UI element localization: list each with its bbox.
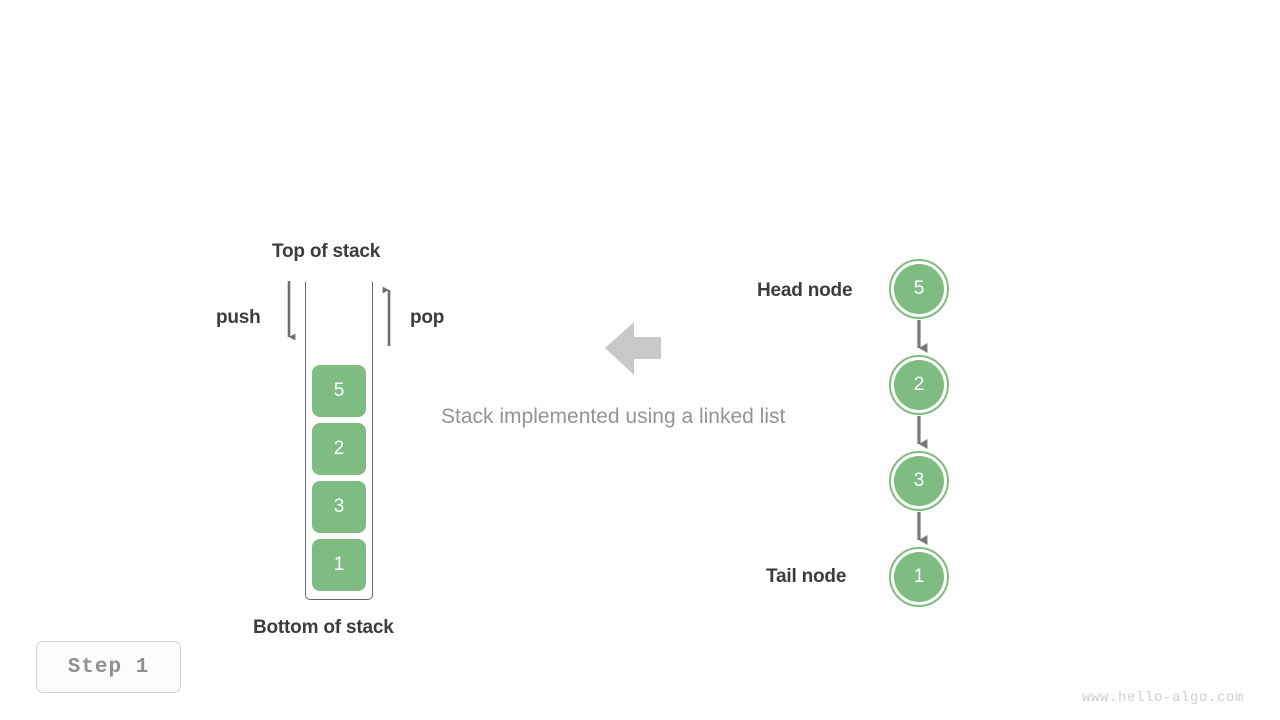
tail-node-label: Tail node <box>766 566 847 587</box>
stack-cell-value: 5 <box>333 380 345 401</box>
linked-list-node-value: 3 <box>894 456 944 506</box>
linked-list-node: 3 <box>889 451 949 511</box>
stack-cell-value: 2 <box>333 438 345 459</box>
head-node-label: Head node <box>757 280 853 301</box>
stack-cell: 1 <box>312 539 366 591</box>
step-badge: Step 1 <box>36 641 181 693</box>
stack-cell: 5 <box>312 365 366 417</box>
stack-cell: 2 <box>312 423 366 475</box>
pop-label: pop <box>410 307 445 328</box>
stack-cell-value: 3 <box>333 496 345 517</box>
linked-list-node-value: 2 <box>894 360 944 410</box>
linked-list-node-value: 5 <box>894 264 944 314</box>
top-of-stack-label: Top of stack <box>272 241 381 262</box>
stack-cell: 3 <box>312 481 366 533</box>
step-badge-label: Step 1 <box>67 655 150 679</box>
transform-block-arrow <box>605 322 661 375</box>
linked-list-node: 5 <box>889 259 949 319</box>
caption-text: Stack implemented using a linked list <box>441 405 786 428</box>
watermark-text: www.hello-algo.com <box>1081 690 1244 706</box>
linked-list-node: 1 <box>889 547 949 607</box>
bottom-of-stack-label: Bottom of stack <box>253 617 394 638</box>
linked-list-node-value: 1 <box>894 552 944 602</box>
stack-cell-value: 1 <box>333 554 345 575</box>
push-label: push <box>216 307 261 328</box>
linked-list-node: 2 <box>889 355 949 415</box>
stack-container <box>305 282 373 600</box>
